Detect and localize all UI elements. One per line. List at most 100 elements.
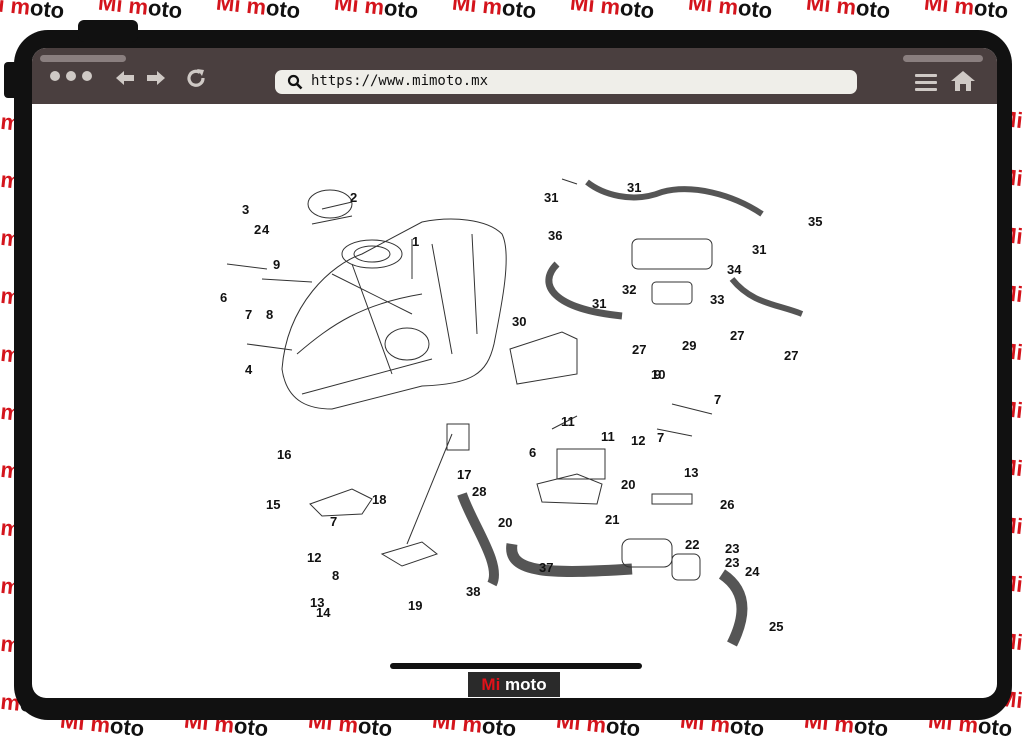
window-dot (66, 71, 76, 81)
fuel-filter (621, 538, 673, 568)
callout-label: 7 (330, 514, 337, 529)
watermark-text: Mi moto (568, 0, 656, 24)
callout-label: 6 (220, 290, 227, 305)
forward-arrow-icon[interactable] (145, 68, 167, 92)
watermark-text: Mi moto (686, 0, 774, 24)
callout-label: 19 (408, 598, 422, 613)
callout-label: 34 (727, 262, 742, 277)
url-bar[interactable]: https://www.mimoto.mx (275, 70, 857, 94)
callout-label: 27 (730, 328, 744, 343)
spacer-25 (651, 493, 693, 505)
callout-label: 31 (544, 190, 558, 205)
charcoal-canister (631, 238, 713, 270)
callout-label: 13 (684, 465, 698, 480)
cap-ring-2 (307, 189, 353, 219)
callout-label: 32 (622, 282, 636, 297)
callout-label: 8 (266, 307, 273, 322)
fuel-sender-base (380, 541, 439, 567)
url-text: https://www.mimoto.mx (311, 73, 489, 89)
callout-label: 23 (725, 541, 739, 556)
callout-label: 18 (372, 492, 386, 507)
callout-label: 10 (651, 367, 665, 382)
brand-part1: Mi (481, 675, 501, 694)
watermark-text: Mi moto (0, 0, 66, 24)
watermark-text: Mi moto (450, 0, 538, 24)
callout-label: 12 (307, 550, 321, 565)
callout-label: 7 (657, 430, 664, 445)
fuel-cap-ring (341, 239, 403, 269)
callout-label: 6 (529, 445, 536, 460)
hose-36 (506, 543, 633, 577)
menu-icon[interactable] (915, 74, 937, 95)
callout-label: 36 (548, 228, 562, 243)
callout-label: 28 (472, 484, 486, 499)
callout-label: 27 (784, 348, 798, 363)
tablet-side-button (4, 62, 18, 98)
callout-label: 8 (332, 568, 339, 583)
callout-label: 7 (714, 392, 721, 407)
back-arrow-icon[interactable] (114, 68, 136, 92)
callout-label: 25 (769, 619, 783, 634)
watermark-text: Mi moto (804, 0, 892, 24)
fuel-pump (556, 448, 606, 480)
brand-part2: moto (505, 675, 547, 694)
callout-label: 23 (725, 555, 739, 570)
callout-label: 31 (627, 180, 641, 195)
fuel-tank-contours (296, 233, 478, 395)
callout-label: 11 (561, 414, 575, 429)
reload-icon[interactable] (184, 66, 208, 94)
tablet-screen: https://www.mimoto.mx (32, 48, 997, 698)
fuel-strainer (446, 423, 470, 451)
callout-label: 37 (539, 560, 553, 575)
callout-label: 31 (592, 296, 606, 311)
watermark-text: Mi moto (922, 0, 1010, 24)
tank-bracket (309, 488, 373, 517)
fuel-pump-flange (536, 473, 603, 505)
browser-toolbar: https://www.mimoto.mx (32, 48, 997, 104)
callout-label: 31 (752, 242, 766, 257)
callout-label: 7 (245, 307, 252, 322)
callout-label: 38 (466, 584, 480, 599)
heat-shield (509, 331, 578, 385)
callout-label: 14 (316, 605, 331, 620)
home-indicator[interactable] (390, 663, 642, 669)
watermark-text: Mi moto (214, 0, 302, 24)
callout-label: 22 (685, 537, 699, 552)
callout-label: 15 (266, 497, 280, 512)
callout-label: 4 (262, 222, 270, 237)
hose-26 (729, 277, 804, 317)
hose-34 (585, 179, 764, 217)
callout-label: 3 (242, 202, 249, 217)
fuel-tank-outline (281, 218, 507, 410)
hose-37 (457, 492, 499, 587)
window-dots (50, 71, 92, 81)
callout-label: 33 (710, 292, 724, 307)
callout-label: 26 (720, 497, 734, 512)
brand-badge: Mi moto (468, 672, 560, 697)
callout-label: 13 (310, 595, 324, 610)
callout-label: 2 (350, 190, 357, 205)
search-icon (287, 74, 303, 95)
watermark-text: Mi moto (332, 0, 420, 24)
callout-label: 2 (254, 222, 261, 237)
tab-stub-left (40, 55, 126, 62)
tab-stub-right (903, 55, 983, 62)
window-dot (50, 71, 60, 81)
callout-label: 21 (605, 512, 619, 527)
home-icon[interactable] (950, 70, 976, 97)
callout-label: 9 (273, 257, 280, 272)
callout-label: 29 (682, 338, 696, 353)
callout-label: 11 (601, 429, 615, 444)
callout-label: 12 (631, 433, 645, 448)
callout-label: 24 (745, 564, 760, 579)
callout-label: 30 (512, 314, 526, 329)
callout-label: 4 (245, 362, 253, 377)
callout-label: 1 (412, 234, 419, 249)
callout-label: 35 (808, 214, 822, 229)
callout-label: 16 (277, 447, 291, 462)
callout-label: 9 (654, 367, 661, 382)
callout-label: 20 (621, 477, 635, 492)
